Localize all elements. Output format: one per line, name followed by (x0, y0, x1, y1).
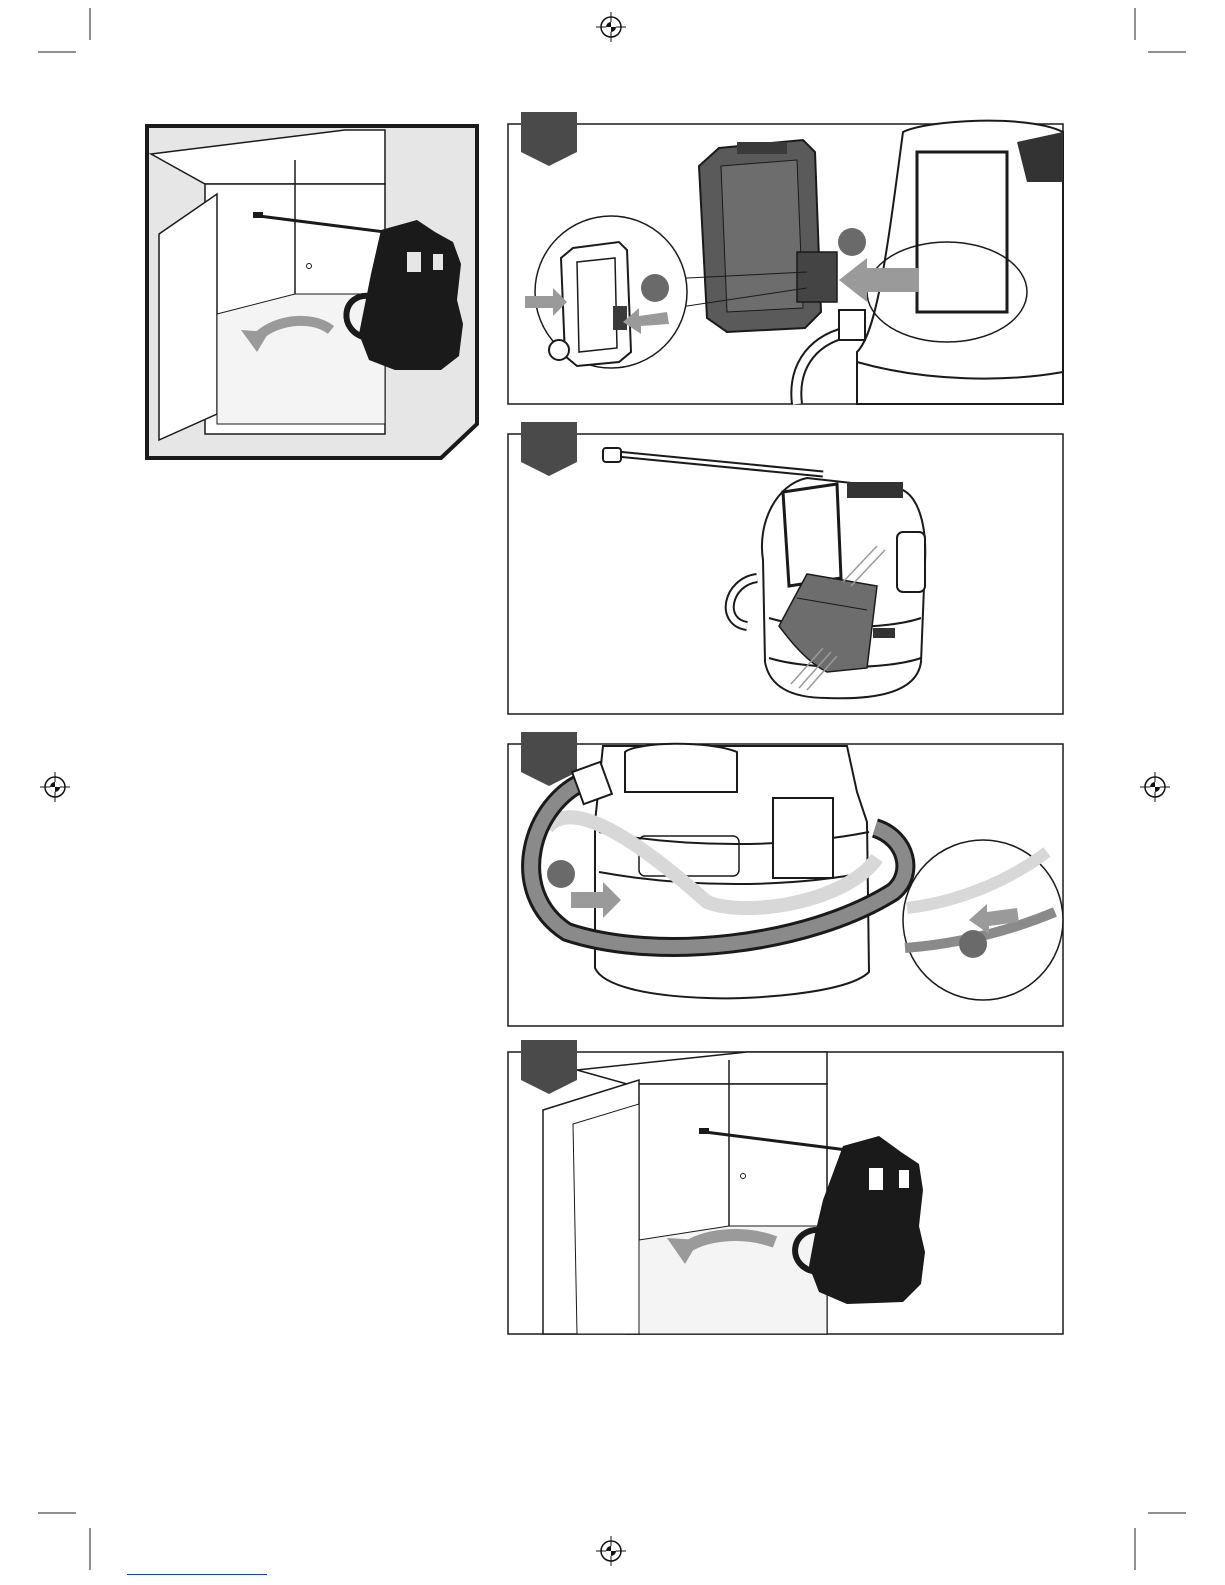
registration-mark-icon (596, 12, 626, 42)
step-1-figure (507, 112, 1065, 408)
callout-circle (838, 228, 866, 256)
callout-circle (547, 860, 575, 888)
registration-mark-icon (1140, 772, 1170, 802)
step-2-figure (507, 422, 1065, 718)
registration-mark-icon (40, 772, 70, 802)
registration-mark-icon (596, 1536, 626, 1566)
step-3-figure (507, 732, 1065, 1030)
overview-figure (145, 124, 481, 462)
footer-link-underline (127, 1574, 267, 1575)
step-4-figure (507, 1040, 1065, 1338)
callout-circle (959, 930, 987, 958)
callout-circle (641, 274, 669, 302)
